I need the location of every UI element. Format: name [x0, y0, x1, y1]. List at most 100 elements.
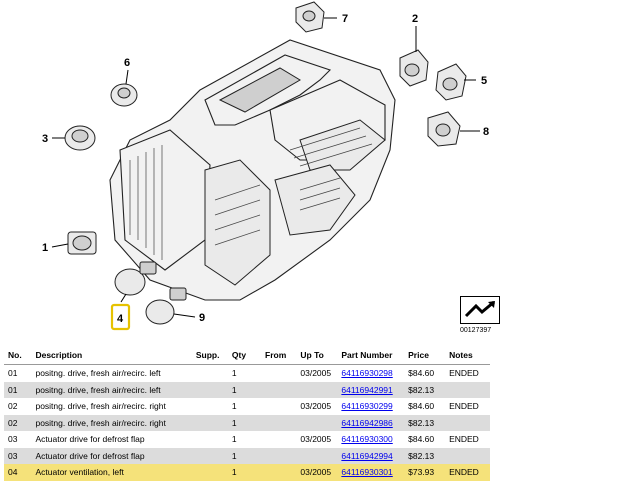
- cell-price: $84.60: [408, 401, 435, 412]
- cell-part-number: 64116942994: [337, 447, 405, 464]
- cell-part-number: 64116942991: [337, 381, 405, 398]
- actuator-9-illustration: [145, 287, 187, 325]
- col-from: From: [261, 346, 297, 365]
- actuator-8-illustration: [427, 111, 461, 147]
- callout-7[interactable]: 7: [342, 13, 348, 25]
- cell-qty: 1: [227, 381, 262, 398]
- table-row[interactable]: 01 positng. drive, fresh air/recirc. lef…: [4, 381, 490, 398]
- cell-qty: 1: [227, 414, 262, 431]
- cell-no: 04: [4, 464, 32, 481]
- cell-no: 02: [8, 401, 18, 412]
- callout-3[interactable]: 3: [42, 133, 48, 145]
- callout-2[interactable]: 2: [412, 13, 418, 25]
- cell-part-number: 64116942986: [337, 414, 405, 431]
- cell-notes: ENDED: [449, 434, 479, 445]
- cell-from: [261, 381, 297, 398]
- cell-supp: [192, 398, 228, 415]
- cell-supp: [191, 464, 228, 481]
- cell-supp: [191, 447, 228, 464]
- cell-price: $82.13: [404, 414, 446, 431]
- cell-up-to: [296, 381, 338, 398]
- part-number-link[interactable]: 64116930300: [341, 434, 393, 445]
- table-row[interactable]: 02 positng. drive, fresh air/recirc. rig…: [4, 398, 490, 415]
- cell-no: 01: [8, 368, 18, 379]
- col-notes: Notes: [445, 346, 490, 365]
- diagram-reference-icon: [460, 296, 500, 324]
- cell-from: [261, 365, 296, 382]
- cell-no: 02: [4, 414, 32, 431]
- actuator-6-illustration: [110, 83, 138, 107]
- cell-qty: 1: [231, 434, 237, 445]
- col-no: No.: [4, 346, 32, 365]
- cell-description: positng. drive, fresh air/recirc. left: [31, 381, 192, 398]
- col-up-to: Up To: [296, 346, 338, 365]
- callout-9[interactable]: 9: [199, 312, 205, 324]
- col-qty: Qty: [227, 346, 262, 365]
- cell-supp: [192, 365, 228, 382]
- cell-price: $73.93: [404, 464, 446, 481]
- cell-description: positng. drive, fresh air/recirc. right: [31, 414, 192, 431]
- part-number-link[interactable]: 64116942991: [341, 384, 393, 395]
- cell-notes: ENDED: [445, 464, 490, 481]
- table-row[interactable]: 02 positng. drive, fresh air/recirc. rig…: [4, 414, 490, 431]
- cell-supp: [191, 381, 228, 398]
- table-row-selected[interactable]: 04 Actuator ventilation, left 1 03/2005 …: [4, 464, 490, 481]
- table-row[interactable]: 03 Actuator drive for defrost flap 1 641…: [4, 447, 490, 464]
- parts-table-header: No. Description Supp. Qty From Up To Par…: [4, 346, 490, 365]
- cell-description: Actuator drive for defrost flap: [31, 447, 192, 464]
- hvac-housing-illustration: [109, 39, 396, 301]
- actuator-4-illustration: [114, 261, 157, 296]
- cell-no: 03: [8, 434, 18, 445]
- cell-part-number: 64116930301: [337, 464, 405, 481]
- cell-description: positng. drive, fresh air/recirc. right: [35, 401, 166, 412]
- cell-up-to: [296, 414, 338, 431]
- col-supp: Supp.: [191, 346, 228, 365]
- part-number-link[interactable]: 64116942986: [341, 417, 393, 428]
- col-part-number: Part Number: [337, 346, 405, 365]
- cell-qty: 1: [231, 401, 237, 412]
- parts-table-body: 01 positng. drive, fresh air/recirc. lef…: [4, 365, 490, 481]
- cell-from: [261, 447, 297, 464]
- callout-8[interactable]: 8: [483, 126, 489, 138]
- part-number-link[interactable]: 64116930301: [341, 467, 393, 478]
- cell-up-to: 03/2005: [300, 368, 332, 379]
- callout-5[interactable]: 5: [481, 75, 487, 87]
- table-row[interactable]: 01 positng. drive, fresh air/recirc. lef…: [4, 365, 490, 382]
- part-number-link[interactable]: 64116930298: [341, 368, 393, 379]
- housing-ribs: [129, 127, 373, 260]
- callout-1[interactable]: 1: [42, 242, 48, 254]
- actuator-5-illustration: [435, 63, 467, 101]
- actuator-1-illustration: [67, 231, 97, 255]
- callout-4-highlight: [110, 303, 131, 331]
- callout-6[interactable]: 6: [124, 57, 130, 69]
- cell-notes: [445, 414, 490, 431]
- parts-diagram: 1 2 3 4 5 6 7 8 9: [42, 1, 489, 331]
- cell-supp: [191, 414, 228, 431]
- part-number-link[interactable]: 64116930299: [341, 401, 393, 412]
- part-number-link[interactable]: 64116942994: [341, 450, 393, 461]
- cell-qty: 1: [227, 447, 262, 464]
- cell-qty: 1: [231, 368, 237, 379]
- cell-up-to: 03/2005: [300, 401, 332, 412]
- cell-description: positng. drive, fresh air/recirc. left: [35, 368, 161, 379]
- col-price: Price: [404, 346, 446, 365]
- callout-4[interactable]: 4: [117, 313, 124, 325]
- cell-part-number: 64116930300: [337, 431, 404, 448]
- cell-part-number: 64116930299: [337, 398, 404, 415]
- cell-notes: ENDED: [449, 401, 479, 412]
- cell-part-number: 64116930298: [337, 365, 404, 382]
- col-description: Description: [31, 346, 192, 365]
- cell-price: $84.60: [408, 368, 435, 379]
- table-row[interactable]: 03 Actuator drive for defrost flap 1 03/…: [4, 431, 490, 448]
- cell-price: $82.13: [404, 447, 446, 464]
- cell-no: 01: [4, 381, 32, 398]
- cell-notes: [445, 381, 490, 398]
- cell-notes: ENDED: [449, 368, 479, 379]
- cell-up-to: 03/2005: [296, 464, 338, 481]
- actuator-2-illustration: [399, 49, 429, 87]
- cell-price: $84.60: [408, 434, 435, 445]
- leader-lines: [51, 17, 480, 318]
- cell-qty: 1: [227, 464, 262, 481]
- cell-price: $82.13: [404, 381, 446, 398]
- actuator-7-illustration: [295, 1, 325, 33]
